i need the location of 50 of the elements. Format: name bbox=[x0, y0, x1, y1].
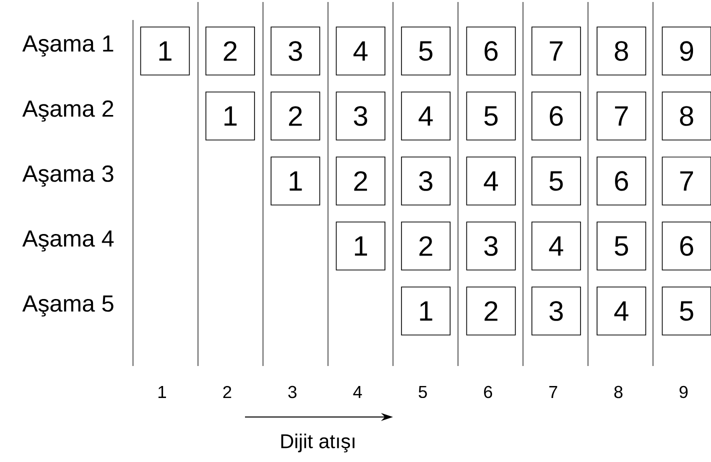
number-box: 2 bbox=[401, 222, 451, 270]
number-box: 5 bbox=[401, 26, 451, 76]
column-number: 1 bbox=[158, 386, 166, 398]
column-number: 6 bbox=[484, 386, 492, 398]
axis-caption: Dijit atışı bbox=[281, 434, 354, 452]
column-number: 5 bbox=[418, 386, 427, 398]
row-label: Aşama 2 bbox=[22, 100, 114, 122]
number-box: 6 bbox=[531, 92, 581, 140]
number-box: 3 bbox=[401, 156, 451, 206]
column-number: 2 bbox=[223, 386, 232, 398]
number-box: 1 bbox=[270, 156, 320, 206]
number-box: 2 bbox=[205, 26, 255, 76]
number-box: 1 bbox=[140, 26, 190, 76]
row-label: Aşama 5 bbox=[22, 296, 114, 316]
number-box: 6 bbox=[466, 26, 516, 76]
number-box: 5 bbox=[662, 286, 711, 336]
number-box: 4 bbox=[531, 222, 581, 270]
column-number: 3 bbox=[288, 386, 296, 398]
number-box: 5 bbox=[531, 156, 581, 206]
number-box: 7 bbox=[531, 26, 581, 76]
number-box: 4 bbox=[401, 92, 451, 140]
number-box: 8 bbox=[596, 26, 646, 76]
number-box: 3 bbox=[531, 286, 581, 336]
row-label: Aşama 3 bbox=[22, 165, 114, 187]
number-box: 2 bbox=[270, 92, 320, 140]
number-box: 5 bbox=[596, 222, 646, 270]
number-box: 8 bbox=[662, 92, 711, 140]
column-number: 8 bbox=[614, 386, 622, 398]
column-number: 4 bbox=[353, 386, 362, 398]
number-box: 3 bbox=[466, 222, 516, 270]
column-number: 9 bbox=[680, 386, 688, 398]
number-box: 7 bbox=[596, 92, 646, 140]
number-box: 5 bbox=[466, 92, 516, 140]
number-box: 4 bbox=[336, 26, 386, 76]
number-box: 1 bbox=[336, 222, 386, 270]
number-box: 2 bbox=[336, 156, 386, 206]
number-box: 3 bbox=[270, 26, 320, 76]
number-box: 6 bbox=[596, 156, 646, 206]
number-box: 1 bbox=[205, 92, 255, 140]
number-box: 1 bbox=[401, 286, 451, 336]
number-box: 2 bbox=[466, 286, 516, 336]
number-box: 9 bbox=[662, 26, 711, 76]
number-box: 6 bbox=[662, 222, 711, 270]
row-label: Aşama 4 bbox=[22, 230, 114, 252]
number-box: 4 bbox=[596, 286, 646, 336]
column-number: 7 bbox=[549, 386, 558, 398]
row-label: Aşama 1 bbox=[22, 36, 114, 56]
number-box: 7 bbox=[662, 156, 711, 206]
number-box: 3 bbox=[336, 92, 386, 140]
number-box: 4 bbox=[466, 156, 516, 206]
